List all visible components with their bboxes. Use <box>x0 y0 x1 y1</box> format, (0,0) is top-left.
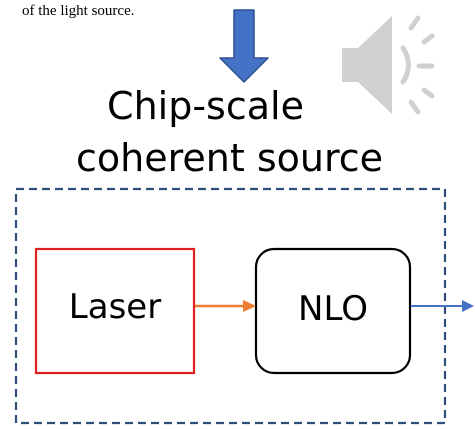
speaker-cone <box>358 16 392 114</box>
speaker-body <box>342 48 358 82</box>
speaker-icon[interactable] <box>342 15 435 115</box>
heading-line-1: Chip-scale <box>107 84 304 128</box>
speaker-wave-bottom <box>408 99 421 115</box>
down-arrow-icon <box>219 9 269 83</box>
nlo-box <box>254 247 412 375</box>
caption-text: of the light source. <box>22 3 135 19</box>
speaker-wave-upper <box>421 33 435 45</box>
laser-box <box>34 247 196 375</box>
laser-label: Laser <box>68 287 162 327</box>
laser-to-nlo-arrow <box>195 300 256 312</box>
speaker-wave-top <box>408 15 421 31</box>
speaker-wave-inner <box>400 45 411 85</box>
output-arrow <box>411 300 474 312</box>
heading-line-2: coherent source <box>75 136 384 180</box>
nlo-label: NLO <box>298 289 368 329</box>
speaker-wave-lower <box>421 87 435 99</box>
